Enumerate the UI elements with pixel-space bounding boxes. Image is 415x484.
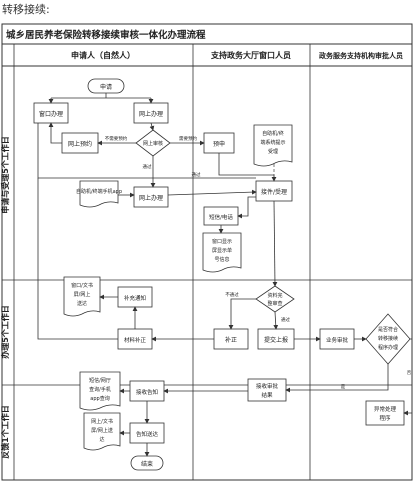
completeness-check-line2: 整审查 [267,300,282,307]
window-prompt-doc [202,232,242,273]
self-service-label: 自助机/终端手机app [76,188,122,195]
terminal-reminder-line2: 端系统提示 [260,139,285,146]
lane-label-feedback: 反馈1个工作日 [0,405,10,459]
window-notice-left-line2: 屏/网上 [74,291,91,298]
column-header-approver: 政务服务支持机构审批人员 [319,51,403,60]
self-service-doc [79,180,119,208]
edge-label-need-booking: 需要预约 [179,135,197,142]
edge-label-pass-2: 通过 [192,171,201,178]
approval-decision-line2: 转移接续 [378,335,398,342]
online-handle-label: 网上办理 [139,194,163,202]
supplement-notice-label: 补充通知 [124,294,146,302]
window-prompt-line2: 屏显示单 [212,247,232,254]
window-notice-left-line1: 窗口/文书 [71,282,93,289]
window-notice-bottom-line1: 网上/文书 [91,418,113,425]
approval-decision-line1: 是否符合 [378,326,398,333]
diagram-title: 城乡居民养老保险转移接续审核一体化办理流程 [6,29,206,41]
receive-notice-label: 接收告知 [136,388,158,396]
window-prompt-line1: 窗口显示 [212,238,232,245]
exception-handling-line1: 异常处理 [374,405,397,413]
window-notice-left-line3: 送达 [77,300,87,307]
window-notice-left-doc [63,276,101,317]
start-label: 申请 [100,83,112,91]
submit-review-label: 提交上报 [264,336,288,344]
material-supplement-label: 材料补正 [124,336,147,344]
sms-notify-label: 短信/电话 [209,213,233,221]
edge-label-pass-3: 通过 [281,316,290,323]
notify-send-label: 告知送达 [136,430,159,438]
window-notice-bottom-line2: 屏/网上送 [91,427,113,434]
column-header-row [1,43,413,67]
online-check-label: 网上审核 [143,140,163,147]
terminal-reminder-doc [253,124,293,167]
edge-label-no-booking: 不需要预约 [105,135,128,142]
receive-result-line2: 结果 [261,391,273,399]
edge-label-no: 否 [407,370,412,376]
column-header-applicant: 申请人（自然人） [71,50,135,60]
supplement-label: 补正 [225,336,237,344]
receive-accept-label: 接件/受理 [261,188,287,196]
sms-query-line2: 查询/手机 [89,386,111,393]
edge-label-not-pass: 不通过 [225,291,239,298]
completeness-check-line1: 资料完 [267,292,282,299]
exception-handling-line2: 程序 [379,414,391,422]
edge-label-pass-1: 通过 [143,163,152,170]
window-apply-label: 窗口办理 [39,110,63,118]
sms-query-doc [79,371,121,411]
lane-label-process: 办理5个工作日 [0,305,10,359]
sms-query-line3: app查询 [90,395,109,402]
edge-label-yes: 是 [341,384,346,390]
booking-label: 预申 [213,140,225,148]
end-label: 结束 [141,460,153,468]
lane-label-accept: 申请与受理5个工作日 [0,136,10,214]
approval-decision-line3: 程序办理 [378,344,398,351]
window-prompt-line3: 号信息 [214,256,229,263]
business-review-label: 业务审批 [326,336,349,344]
terminal-reminder-line1: 自助机/终 [262,130,284,137]
window-notice-bottom-doc [83,412,121,451]
online-apply-label: 网上办理 [139,110,163,118]
sms-query-line1: 短信/网厅 [89,377,111,384]
intro-text: 转移接续: [2,3,50,16]
online-booking-label: 网上预约 [68,140,92,148]
exception-handling-box [365,400,405,426]
window-notice-bottom-line3: 达 [99,436,104,443]
column-header-window-staff: 支持政务大厅窗口人员 [210,50,291,60]
receive-result-line1: 接收审批 [256,382,279,390]
terminal-reminder-line3: 受理 [268,148,278,155]
